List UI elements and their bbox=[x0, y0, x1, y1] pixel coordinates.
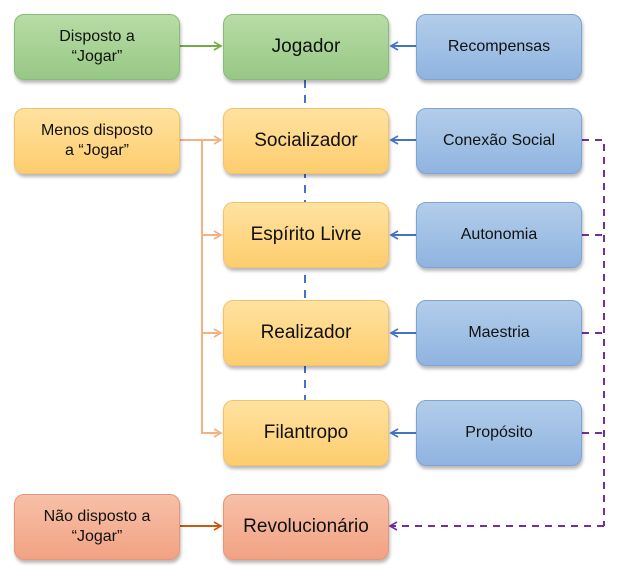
not-willing-to-play-box: Não disposto a “Jogar” bbox=[14, 494, 180, 560]
rewards-box: Recompensas bbox=[416, 14, 582, 80]
autonomy-box: Autonomia bbox=[416, 202, 582, 268]
free-spirit-box: Espírito Livre bbox=[223, 202, 389, 268]
purple-dashed-trunk bbox=[582, 139, 605, 526]
socialiser-box: Socializador bbox=[223, 108, 389, 174]
willing-to-play-box: Disposto a “Jogar” bbox=[14, 14, 180, 80]
less-willing-to-play-box: Menos disposto a “Jogar” bbox=[14, 108, 180, 174]
philanthropist-box: Filantropo bbox=[223, 400, 389, 466]
player-box: Jogador bbox=[223, 14, 389, 80]
purpose-box: Propósito bbox=[416, 400, 582, 466]
relatedness-box: Conexão Social bbox=[416, 108, 582, 174]
achiever-box: Realizador bbox=[223, 300, 389, 366]
disruptor-box: Revolucionário bbox=[223, 494, 389, 560]
orange-branch-trunk bbox=[180, 139, 203, 434]
mastery-box: Maestria bbox=[416, 300, 582, 366]
